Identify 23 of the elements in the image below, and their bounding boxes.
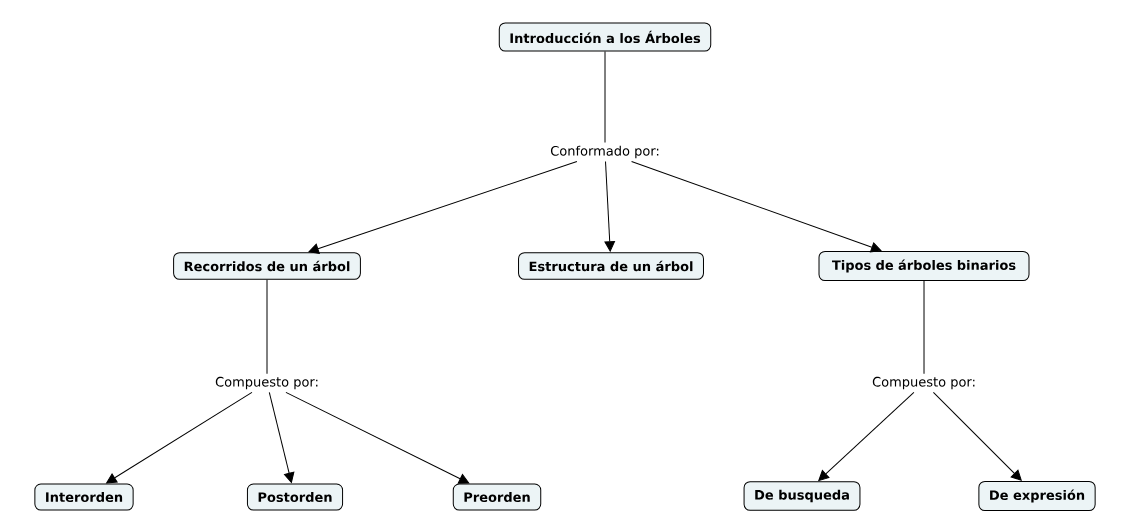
concept-box: Postorden (246, 483, 344, 511)
concept-box: Estructura de un árbol (518, 252, 704, 280)
concept-box: De expresión (978, 480, 1096, 512)
connector (631, 161, 882, 253)
connector (604, 51, 606, 143)
concept-box: Preorden (452, 483, 542, 511)
connector (923, 280, 925, 375)
concept-box: Interorden (34, 483, 134, 511)
concept-box: Introducción a los Árboles (498, 22, 712, 52)
connector (266, 279, 268, 375)
concept-box: Tipos de árboles binarios (818, 250, 1030, 282)
linking-phrase: Conformado por: (547, 142, 663, 162)
connector (268, 391, 295, 483)
connector (604, 161, 616, 252)
concept-box: De busqueda (743, 481, 861, 511)
connector (932, 391, 1022, 481)
linking-phrase: Compuesto por: (869, 373, 979, 393)
connector (818, 391, 915, 481)
connector (285, 391, 470, 484)
connector (106, 391, 253, 484)
connector (308, 161, 578, 254)
concept-box: Recorridos de un árbol (173, 252, 361, 280)
linking-phrase: Compuesto por: (212, 373, 322, 393)
